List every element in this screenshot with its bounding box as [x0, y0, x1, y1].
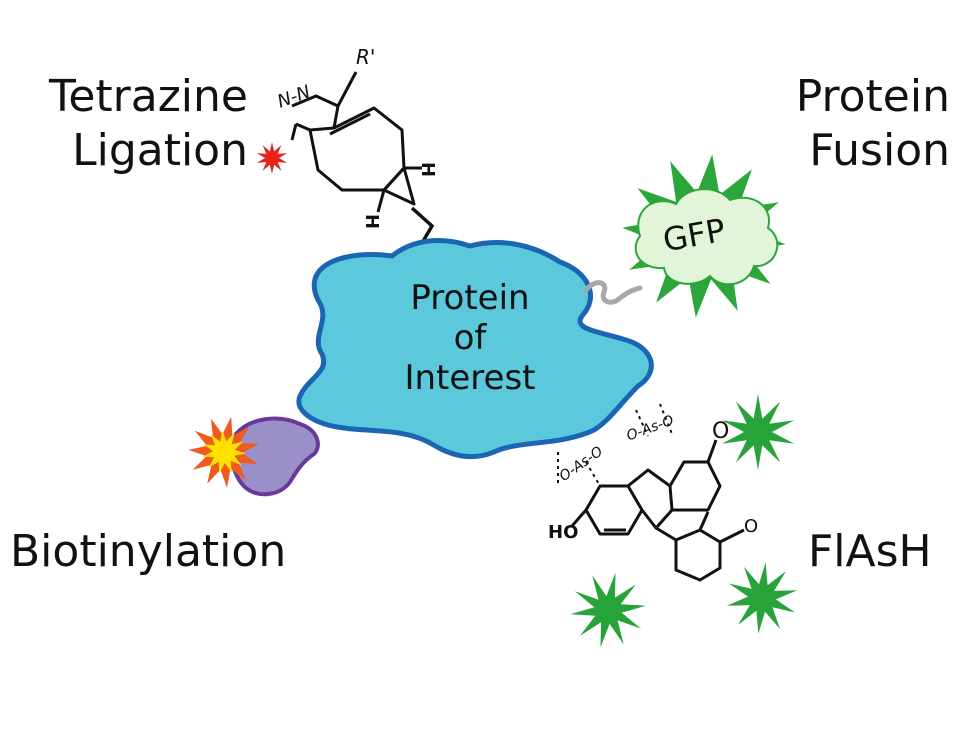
protein-fusion-label: Protein Fusion: [760, 70, 950, 177]
gfp-tether: [583, 280, 643, 305]
flash-star-icon: [726, 562, 798, 634]
biotinylation-label: Biotinylation: [10, 526, 287, 577]
biotin-shape: [229, 416, 320, 497]
poi-line2: of: [453, 318, 487, 359]
poi-line3: Interest: [404, 358, 536, 399]
chem-nn: N-N: [275, 81, 314, 112]
protein-of-interest-label: Protein of Interest: [370, 278, 570, 398]
flash-label: FlAsH: [808, 526, 932, 577]
tetrazine-label-line2: Ligation: [72, 124, 248, 176]
tetrazine-linker: [410, 206, 435, 244]
poi-line1: Protein: [410, 278, 530, 318]
chem-as-right: O-As-O: [624, 413, 676, 445]
chem-h-top: H: [417, 162, 438, 177]
flash-star-icon: [570, 572, 646, 648]
tetrazine-structure: [290, 71, 422, 213]
fusion-label-line2: Fusion: [809, 124, 950, 176]
tetrazine-label-line1: Tetrazine: [48, 71, 248, 122]
chem-h-bottom: H: [361, 214, 382, 229]
chem-carboxylate: O: [744, 516, 758, 537]
protein-of-interest-blob: [296, 238, 654, 460]
chem-ho: HO: [548, 522, 578, 543]
flash-structure: [557, 403, 745, 582]
flash-star-icon: [721, 394, 795, 470]
tetrazine-star-icon: [256, 142, 288, 174]
biotin-burst-inner: [202, 430, 246, 474]
fusion-label-line1: Protein: [795, 71, 950, 122]
tetrazine-ligation-label: Tetrazine Ligation: [40, 70, 248, 177]
chem-ketone-o: O: [712, 419, 729, 444]
chem-r-prime: R': [356, 45, 375, 69]
chem-as-left: O-As-O: [557, 444, 606, 485]
gfp-cloud: [634, 188, 779, 286]
